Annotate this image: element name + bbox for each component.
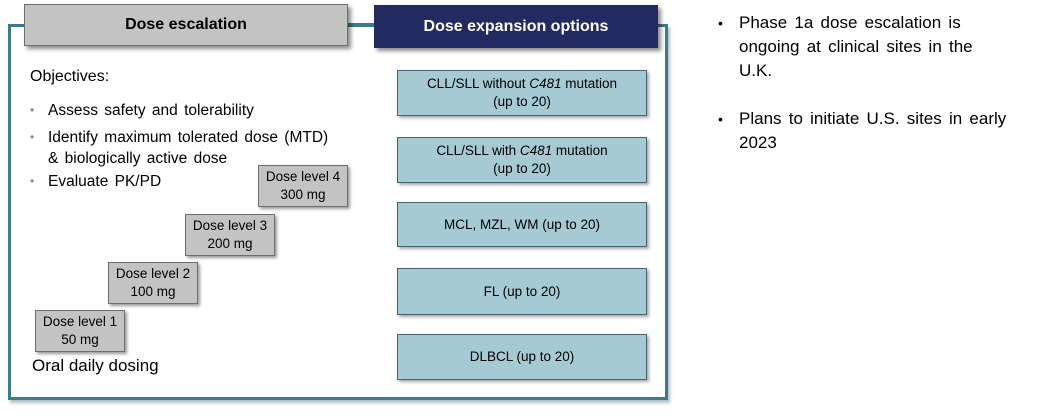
expansion-box-mcl-mzl-wm: MCL, MZL, WM (up to 20) xyxy=(397,202,647,247)
objective-line: Evaluate PK/PD xyxy=(48,173,162,190)
note-line: 2023 xyxy=(739,133,777,152)
objective-bullet-safety: • Assess safety and tolerability xyxy=(30,100,254,121)
dose-level-amount: 100 mg xyxy=(130,284,176,299)
expansion-box-cll-with-c481: CLL/SLL with C481 mutation (up to 20) xyxy=(397,137,647,183)
dose-level-amount: 50 mg xyxy=(61,332,99,347)
expansion-box-cll-without-c481: CLL/SLL without C481 mutation (up to 20) xyxy=(397,70,647,116)
note-us-sites-2023: • Plans to initiate U.S. sites in early … xyxy=(718,107,1006,155)
dose-level-name: Dose level 1 xyxy=(42,314,118,329)
expansion-box-line1: CLL/SLL with C481 mutation xyxy=(436,143,608,158)
objective-bullet-mtd: • Identify maximum tolerated dose (MTD) … xyxy=(30,127,328,169)
objective-bullet-pkpd: • Evaluate PK/PD xyxy=(30,171,161,192)
dose-level-name: Dose level 3 xyxy=(192,218,268,233)
oral-dosing-footnote: Oral daily dosing xyxy=(32,356,159,375)
dose-level-4-box: Dose level 4 300 mg xyxy=(258,165,348,207)
dose-level-amount: 300 mg xyxy=(280,187,326,202)
dose-expansion-header: Dose expansion options xyxy=(374,5,658,48)
dose-expansion-header-label: Dose expansion options xyxy=(423,17,609,35)
dose-level-name: Dose level 4 xyxy=(265,169,341,184)
bullet-dot-icon: • xyxy=(30,130,35,144)
expansion-box-line1: MCL, MZL, WM (up to 20) xyxy=(443,216,601,232)
gene-name-italic: C481 xyxy=(529,76,562,91)
dose-level-amount: 200 mg xyxy=(207,236,253,251)
objectives-title: Objectives: xyxy=(30,68,110,85)
bullet-dot-icon: • xyxy=(30,103,35,117)
bullet-dot-icon: • xyxy=(30,174,35,188)
objective-line: & biologically active dose xyxy=(48,150,228,167)
note-line: U.K. xyxy=(739,61,773,80)
note-phase1a-uk: • Phase 1a dose escalation is ongoing at… xyxy=(718,11,973,83)
expansion-box-dlbcl: DLBCL (up to 20) xyxy=(397,334,647,380)
objective-line: Identify maximum tolerated dose (MTD) xyxy=(48,129,329,146)
dose-level-2-box: Dose level 2 100 mg xyxy=(108,262,198,304)
dose-level-3-box: Dose level 3 200 mg xyxy=(185,214,275,256)
bullet-dot-icon: • xyxy=(718,111,723,127)
gene-name-italic: C481 xyxy=(519,143,553,158)
header-connector-line xyxy=(347,23,376,26)
dose-escalation-header-label: Dose escalation xyxy=(125,16,247,33)
expansion-box-line1: CLL/SLL without C481 mutation xyxy=(426,76,618,91)
expansion-box-line2: (up to 20) xyxy=(493,161,551,176)
expansion-box-line1: DLBCL (up to 20) xyxy=(469,349,575,364)
note-line: Phase 1a dose escalation is xyxy=(739,13,961,32)
dose-escalation-header: Dose escalation xyxy=(24,4,348,46)
expansion-box-fl: FL (up to 20) xyxy=(397,268,647,315)
dose-level-1-box: Dose level 1 50 mg xyxy=(35,310,125,352)
note-line: Plans to initiate U.S. sites in early xyxy=(739,109,1007,128)
dose-level-name: Dose level 2 xyxy=(115,266,191,281)
note-line: ongoing at clinical sites in the xyxy=(739,37,973,56)
objective-line: Assess safety and tolerability xyxy=(48,102,254,119)
bullet-dot-icon: • xyxy=(718,15,723,31)
expansion-box-line1: FL (up to 20) xyxy=(483,283,561,299)
expansion-box-line2: (up to 20) xyxy=(493,94,551,109)
